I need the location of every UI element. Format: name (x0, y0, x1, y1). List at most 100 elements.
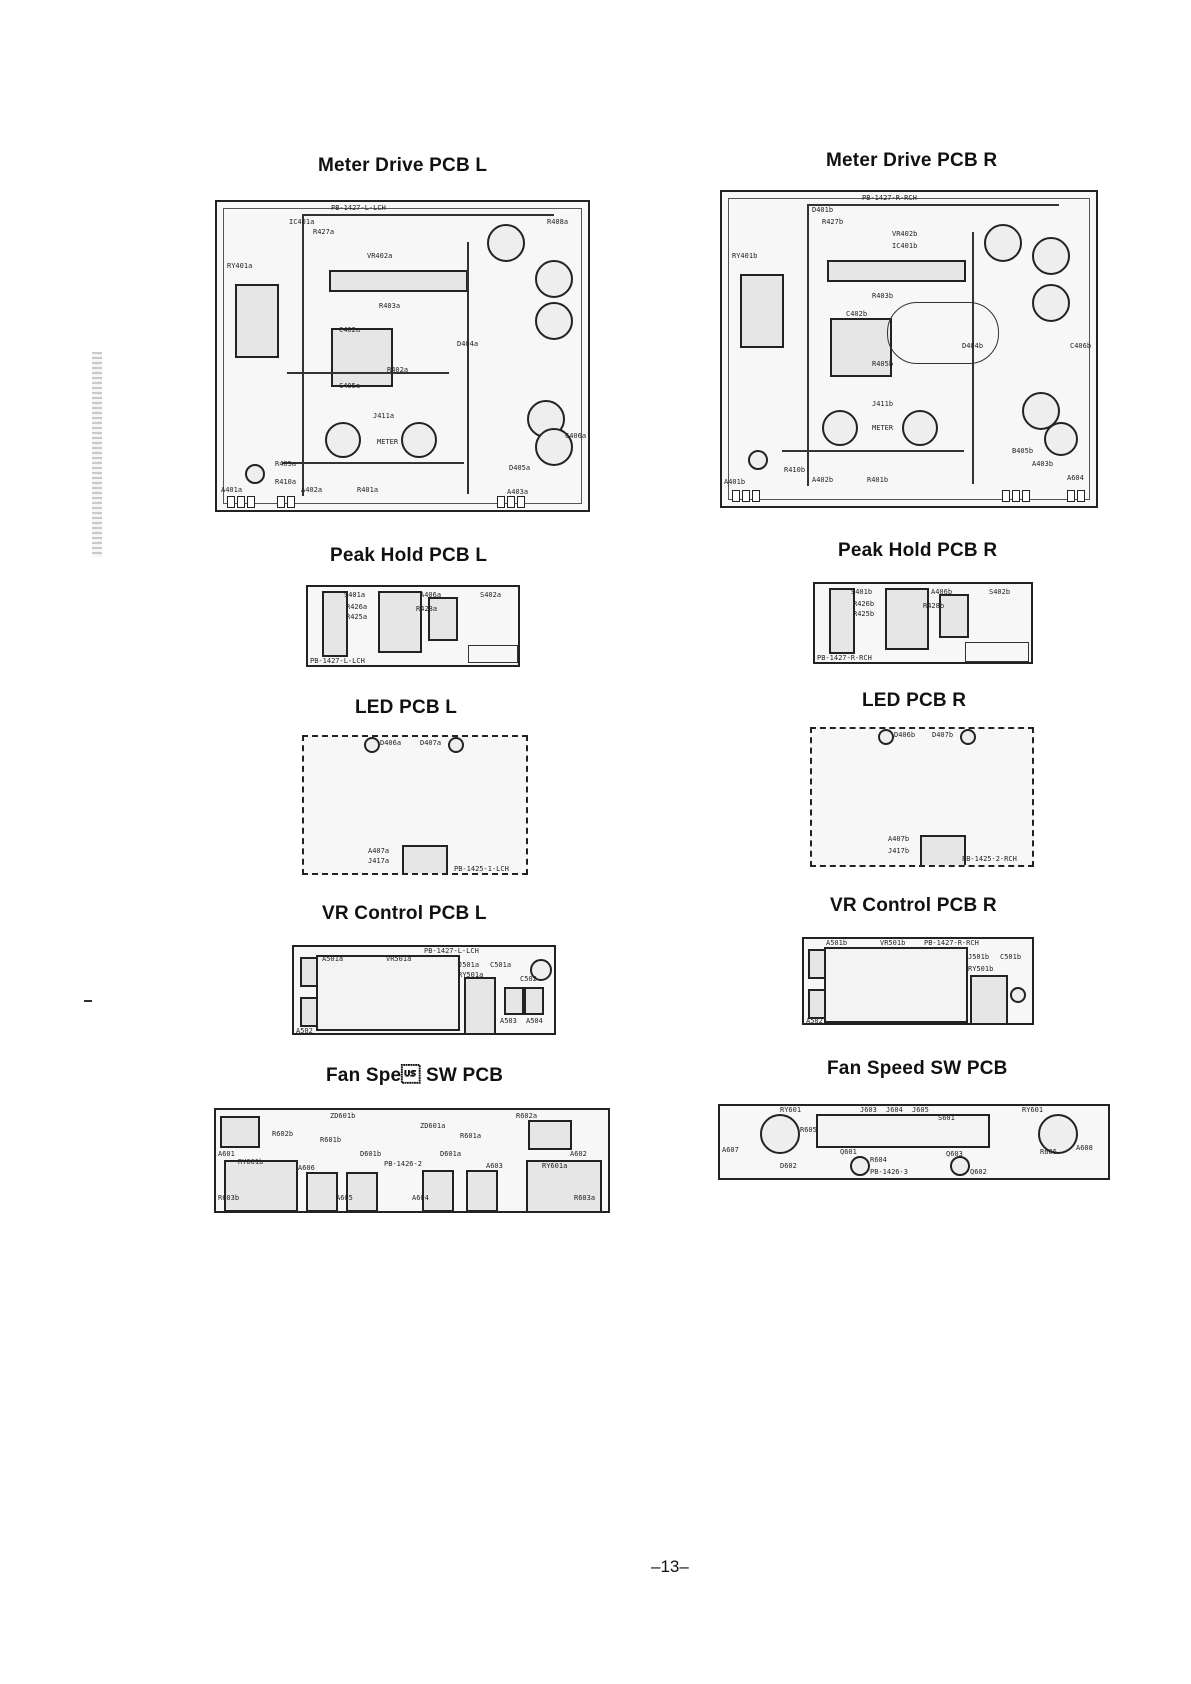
pcb-label: C402a (339, 326, 361, 334)
pcb-led-r: D406b D407b A407b J417b PB-1425-2-RCH (810, 727, 1034, 867)
pcb-label: PB-1426-2 (384, 1160, 422, 1168)
pcb-label: PB-1427-L-LCH (331, 204, 386, 212)
pcb-label: R603b (218, 1194, 240, 1202)
pcb-label: R403b (872, 292, 894, 300)
pcb-label: S601 (938, 1114, 955, 1122)
title-peak-hold-l: Peak Hold PCB L (330, 545, 488, 566)
pcb-label: J604 (886, 1106, 903, 1114)
pcb-label: PB-1426-3 (870, 1168, 908, 1176)
title-vr-control-l: VR Control PCB L (322, 903, 487, 924)
pcb-label: S402a (480, 591, 502, 599)
pcb-label: R410b (784, 466, 806, 474)
pcb-meter-drive-l: PB-1427-L-LCH IC401a R408a R427a VR402a … (215, 200, 590, 512)
pcb-label: RY401a (227, 262, 253, 270)
title-led-r: LED PCB R (862, 690, 967, 711)
pcb-label: METER (872, 424, 894, 432)
pcb-label: PB-1427-L-LCH (310, 657, 365, 665)
pcb-label: R401b (867, 476, 889, 484)
pcb-label: R401a (357, 486, 379, 494)
pcb-label: A503 (500, 1017, 517, 1025)
pcb-label: R410a (275, 478, 297, 486)
pcb-label: J417b (888, 847, 910, 855)
pcb-label: R603a (574, 1194, 596, 1202)
pcb-label: PB-1427-R-RCH (924, 939, 979, 947)
pcb-label: R606 (1040, 1148, 1057, 1156)
pcb-label: RY501b (968, 965, 994, 973)
pcb-label: C406b (1070, 342, 1092, 350)
title-peak-hold-r: Peak Hold PCB R (838, 540, 998, 561)
pcb-label: R425a (346, 613, 368, 621)
pcb-label: J605 (912, 1106, 929, 1114)
pcb-label: C405a (339, 382, 361, 390)
pcb-label: D601b (360, 1150, 382, 1158)
pcb-label: RY401b (732, 252, 758, 260)
pcb-label: R428b (923, 602, 945, 610)
pcb-label: R426b (853, 600, 875, 608)
pcb-label: J411a (373, 412, 395, 420)
pcb-label: IC401b (892, 242, 918, 250)
pcb-label: J603 (860, 1106, 877, 1114)
pcb-label: A502 (806, 1017, 823, 1025)
pcb-label: J501a (458, 961, 480, 969)
pcb-label: VR501b (880, 939, 906, 947)
pcb-label: A501b (826, 939, 848, 947)
pcb-label: J417a (368, 857, 390, 865)
pcb-label: RY601 (780, 1106, 802, 1114)
pcb-label: PB-1425-1-LCH (454, 865, 509, 873)
scan-artifact (92, 352, 102, 557)
pcb-label: C501b (1000, 953, 1022, 961)
pcb-label: PB-1427-L-LCH (424, 947, 479, 955)
pcb-label: C406a (565, 432, 587, 440)
pcb-label: A605 (336, 1194, 353, 1202)
pcb-label: RY601a (542, 1162, 568, 1170)
title-fan-speed-l: Fan Spe SW PCB (326, 1065, 504, 1086)
pcb-label: R604 (870, 1156, 887, 1164)
pcb-label: R605 (800, 1126, 817, 1134)
pcb-label: Q601 (840, 1148, 857, 1156)
pcb-label: R602a (516, 1112, 538, 1120)
pcb-label: A502 (296, 1027, 313, 1035)
pcb-label: A403a (507, 488, 529, 496)
title-vr-control-r: VR Control PCB R (830, 895, 997, 916)
pcb-label: A403b (1032, 460, 1054, 468)
pcb-label: R428a (416, 605, 438, 613)
pcb-label: A504 (526, 1017, 543, 1025)
pcb-peak-hold-l: S401a A406a S402a R425a R426a R428a PB-1… (306, 585, 520, 667)
pcb-meter-drive-r: PB-1427-R-RCH IC401b R427b VR402b D401b … (720, 190, 1098, 508)
pcb-label: R402a (387, 366, 409, 374)
pcb-label: D407b (932, 731, 954, 739)
pcb-label: D405a (509, 464, 531, 472)
pcb-label: A602 (570, 1150, 587, 1158)
margin-mark (84, 1000, 92, 1002)
pcb-label: D601a (440, 1150, 462, 1158)
pcb-label: D404a (457, 340, 479, 348)
title-led-l: LED PCB L (355, 697, 458, 718)
pcb-label: S401a (344, 591, 366, 599)
pcb-label: J411b (872, 400, 894, 408)
page-number: –13– (651, 1557, 689, 1576)
pcb-label: METER (377, 438, 399, 446)
pcb-fan-speed-r: RY601 J603 J604 J605 S601 RY601 R605 R60… (718, 1104, 1110, 1180)
pcb-vr-control-r: PB-1427-R-RCH A501b VR501b J501b C501b R… (802, 937, 1034, 1025)
pcb-label: R405a (275, 460, 297, 468)
pcb-fan-speed-l: ZD601b R602b R601b A601 RY601b D601b A60… (214, 1108, 610, 1213)
pcb-label: C501a (490, 961, 512, 969)
pcb-label: A604 (412, 1194, 429, 1202)
pcb-label: R601b (320, 1136, 342, 1144)
pcb-label: R427b (822, 218, 844, 226)
pcb-label: D404b (962, 342, 984, 350)
pcb-label: PB-1427-R-RCH (817, 654, 872, 662)
pcb-label: RY601b (238, 1158, 264, 1166)
pcb-label: A406b (931, 588, 953, 596)
pcb-label: RY601 (1022, 1106, 1044, 1114)
pcb-label: D602 (780, 1162, 797, 1170)
pcb-label: IC401a (289, 218, 315, 226)
title-meter-drive-l: Meter Drive PCB L (318, 155, 488, 176)
pcb-label: R602b (272, 1130, 294, 1138)
pcb-label: C402b (846, 310, 868, 318)
pcb-label: D401b (812, 206, 834, 214)
pcb-label: A606 (298, 1164, 315, 1172)
pcb-label: R408a (547, 218, 569, 226)
pcb-label: A402b (812, 476, 834, 484)
pcb-label: C502 (520, 975, 537, 983)
